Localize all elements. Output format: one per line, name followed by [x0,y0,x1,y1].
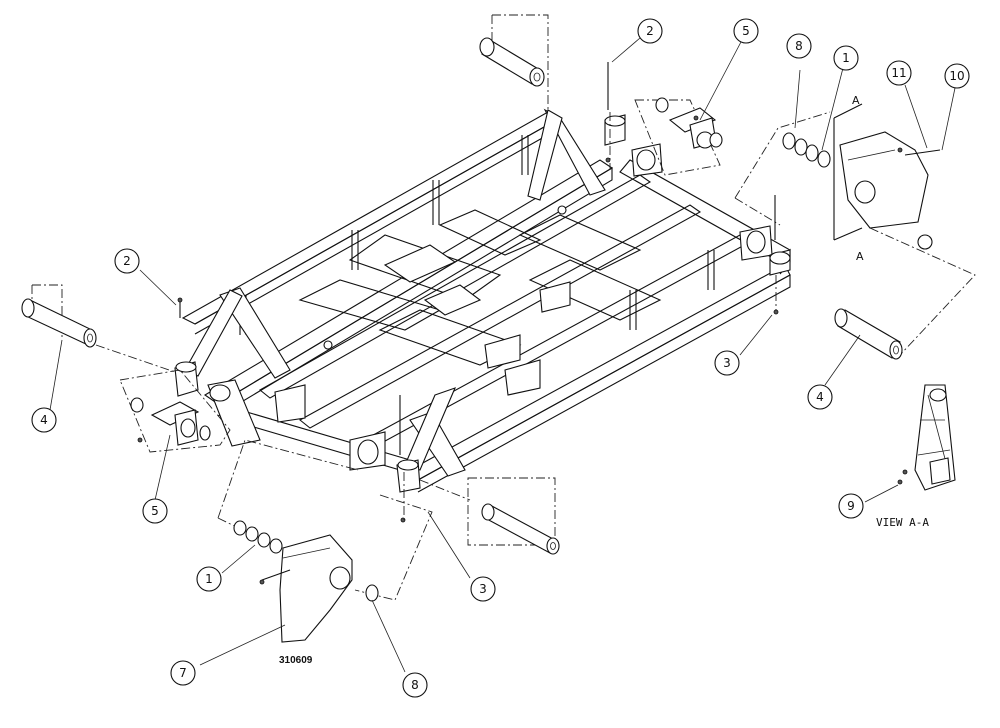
svg-text:1: 1 [842,51,850,65]
bolt-left [139,269,183,318]
callout-11: 11 [886,60,912,86]
svg-text:4: 4 [816,390,824,404]
callout-8-bottom: 8 [402,672,428,698]
main-frame [174,108,791,493]
callout-8-top: 8 [786,33,812,59]
callout-9: 9 [838,493,864,519]
roller-right [739,195,903,386]
svg-text:5: 5 [151,504,159,518]
section-mark-bottom: A [856,250,864,263]
svg-text:2: 2 [646,24,654,38]
callout-4-right: 4 [807,384,833,410]
roller-bottom [419,477,560,555]
svg-text:10: 10 [949,69,964,83]
roller-top [479,14,549,110]
svg-text:2: 2 [123,254,131,268]
svg-text:9: 9 [847,499,855,513]
callout-7: 7 [170,660,196,686]
right-plate-assembly: A A [734,67,976,356]
svg-text:7: 7 [179,666,187,680]
lower-plate-assembly [199,395,471,673]
roller-left [21,284,176,411]
view-a-a-detail [864,384,956,503]
svg-text:1: 1 [205,572,213,586]
view-a-a-label: VIEW A-A [876,516,929,529]
hinge-bracket-left [119,369,231,501]
callout-5-left: 5 [142,498,168,524]
svg-text:11: 11 [891,66,906,80]
callout-3-bottom: 3 [470,576,496,602]
hinge-bracket-top [634,39,743,176]
callout-3-right: 3 [714,350,740,376]
callout-4-left: 4 [31,407,57,433]
svg-text:5: 5 [742,24,750,38]
section-mark-top: A [852,94,860,107]
bolt-top [605,37,641,170]
callout-2-left: 2 [114,248,140,274]
svg-text:3: 3 [479,582,487,596]
callout-1-bottom: 1 [196,566,222,592]
svg-text:8: 8 [795,39,803,53]
svg-text:3: 3 [723,356,731,370]
svg-text:4: 4 [40,413,48,427]
drawing-number: 310609 [279,655,313,666]
callout-1-top: 1 [833,45,859,71]
callout-5-top: 5 [733,18,759,44]
svg-text:8: 8 [411,678,419,692]
callout-10: 10 [944,63,970,89]
callout-2-top: 2 [637,18,663,44]
